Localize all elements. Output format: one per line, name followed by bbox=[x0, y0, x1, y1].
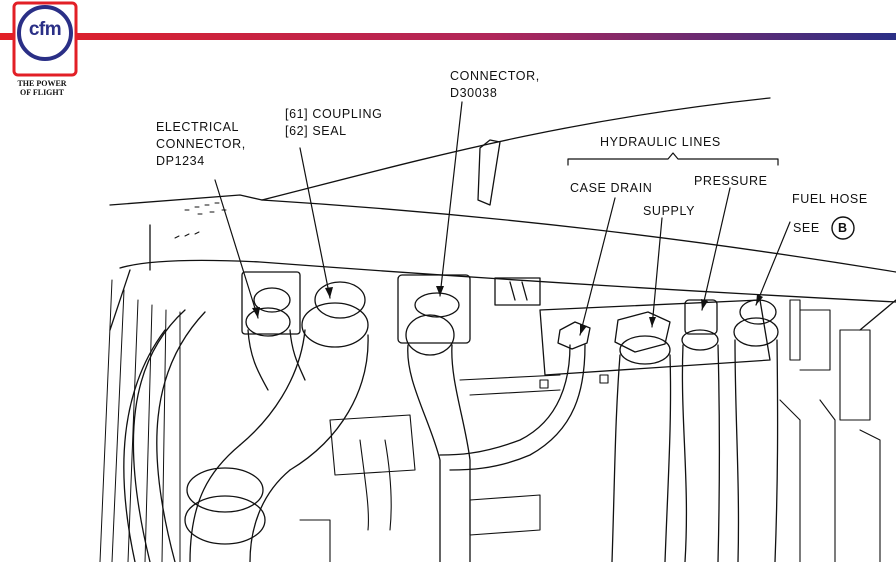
label-case-drain: CASE DRAIN bbox=[570, 181, 653, 195]
label-fuel-hose: FUEL HOSE bbox=[792, 192, 868, 206]
pressure-hose bbox=[681, 299, 721, 562]
see-ref-circle bbox=[831, 216, 855, 240]
supply-hose bbox=[611, 311, 672, 562]
label-connector-d30038: CONNECTOR, D30038 bbox=[450, 69, 540, 100]
header-stripe bbox=[0, 33, 896, 40]
left-tubes bbox=[123, 309, 206, 562]
coupling-hose bbox=[184, 281, 369, 562]
label-hydraulic-lines: HYDRAULIC LINES bbox=[600, 135, 721, 149]
electrical-connector-drawing bbox=[241, 271, 306, 391]
access-plate bbox=[494, 277, 541, 306]
tagline-line2: OF FLIGHT bbox=[20, 88, 64, 97]
hydraulic-plate bbox=[539, 299, 771, 376]
logo-ring bbox=[17, 5, 73, 61]
tagline-line1: THE POWER bbox=[17, 79, 67, 88]
label-coupling-seal: [61] COUPLING [62] SEAL bbox=[285, 107, 383, 138]
label-see: SEE bbox=[793, 221, 820, 235]
lower-structure bbox=[299, 374, 609, 562]
cowl-outline bbox=[109, 97, 896, 331]
left-ribs bbox=[99, 279, 181, 562]
cowl-holes bbox=[174, 202, 227, 239]
leader-case-drain bbox=[579, 197, 616, 336]
fuel-hose bbox=[733, 299, 779, 562]
hydraulic-brace bbox=[567, 152, 779, 166]
label-supply: SUPPLY bbox=[643, 204, 696, 218]
cowl-slot bbox=[477, 139, 501, 206]
cfm-logo bbox=[0, 1, 896, 77]
connector-d30038-drawing bbox=[397, 274, 471, 562]
arrowheads bbox=[252, 286, 763, 335]
leader-connector bbox=[439, 101, 463, 297]
leader-lines bbox=[214, 101, 791, 336]
leader-supply bbox=[651, 217, 663, 328]
case-drain-hose bbox=[439, 321, 591, 471]
leader-fuel bbox=[755, 221, 791, 306]
label-electrical-connector: ELECTRICAL CONNECTOR, DP1234 bbox=[156, 120, 246, 168]
leader-coupling bbox=[299, 147, 331, 299]
logo-tagline: THE POWER OF FLIGHT bbox=[2, 79, 82, 97]
right-structure bbox=[779, 299, 881, 562]
leader-electrical bbox=[214, 179, 259, 319]
logo-text: cfm bbox=[28, 19, 62, 40]
label-see-ref: B bbox=[838, 221, 848, 235]
label-pressure: PRESSURE bbox=[694, 174, 768, 188]
leader-pressure bbox=[701, 187, 731, 311]
